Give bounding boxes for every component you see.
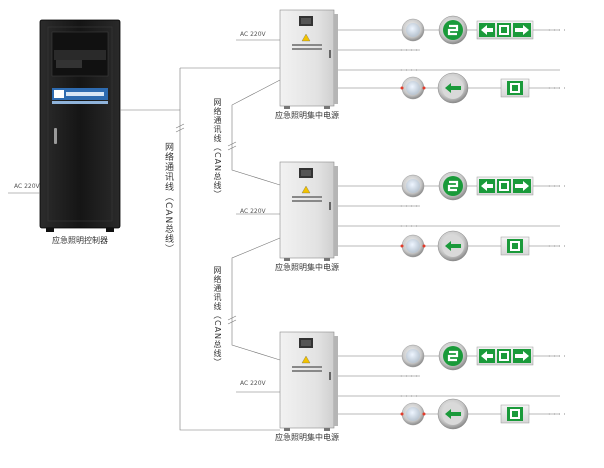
unit-3-label: 应急照明集中电源 bbox=[275, 432, 339, 442]
link-label-1: 网络通讯线（CAN总线） bbox=[213, 98, 222, 200]
main-bus-label: 网络通讯线（CAN总线） bbox=[163, 142, 173, 255]
controller-input-label: AC 220V bbox=[14, 183, 41, 190]
svg-text:· · · ·: · · · · bbox=[400, 372, 418, 381]
unit-2-label: 应急照明集中电源 bbox=[275, 262, 339, 272]
controller-label: 应急照明控制器 bbox=[52, 235, 108, 245]
unit-3-input-label: AC 220V bbox=[240, 380, 267, 387]
svg-text:· · · ·: · · · · bbox=[548, 182, 566, 191]
unit-1-input-label: AC 220V bbox=[240, 31, 267, 38]
unit-1-label: 应急照明集中电源 bbox=[275, 110, 339, 120]
svg-text:· · · ·: · · · · bbox=[548, 352, 566, 361]
link-label-2: 网络通讯线（CAN总线） bbox=[213, 266, 222, 368]
svg-text:· · · ·: · · · · bbox=[548, 84, 566, 93]
unit-1-fixtures-row-b bbox=[400, 72, 530, 104]
svg-text:· · · ·: · · · · bbox=[400, 66, 418, 75]
power-unit-2 bbox=[279, 161, 339, 262]
controller-cabinet bbox=[39, 19, 121, 232]
unit-2-input-label: AC 220V bbox=[240, 208, 267, 215]
svg-text:· · · ·: · · · · bbox=[400, 392, 418, 401]
main-bus-line bbox=[120, 67, 280, 431]
svg-text:· · · ·: · · · · bbox=[400, 202, 418, 211]
svg-text:· · · ·: · · · · bbox=[548, 26, 566, 35]
svg-text:· · · ·: · · · · bbox=[548, 410, 566, 419]
svg-text:· · · ·: · · · · bbox=[400, 46, 418, 55]
svg-text:· · · ·: · · · · bbox=[548, 242, 566, 251]
unit-2-fixtures-row-b bbox=[400, 230, 530, 262]
svg-text:· · · ·: · · · · bbox=[400, 222, 418, 231]
continuation-dots: · · · · · · · · · · · · · · · · · · · · … bbox=[400, 26, 566, 419]
unit-3-fixtures-row-b bbox=[400, 398, 530, 430]
power-unit-3 bbox=[279, 331, 339, 432]
unit-link-lines bbox=[227, 79, 281, 361]
power-unit-1 bbox=[279, 9, 339, 110]
